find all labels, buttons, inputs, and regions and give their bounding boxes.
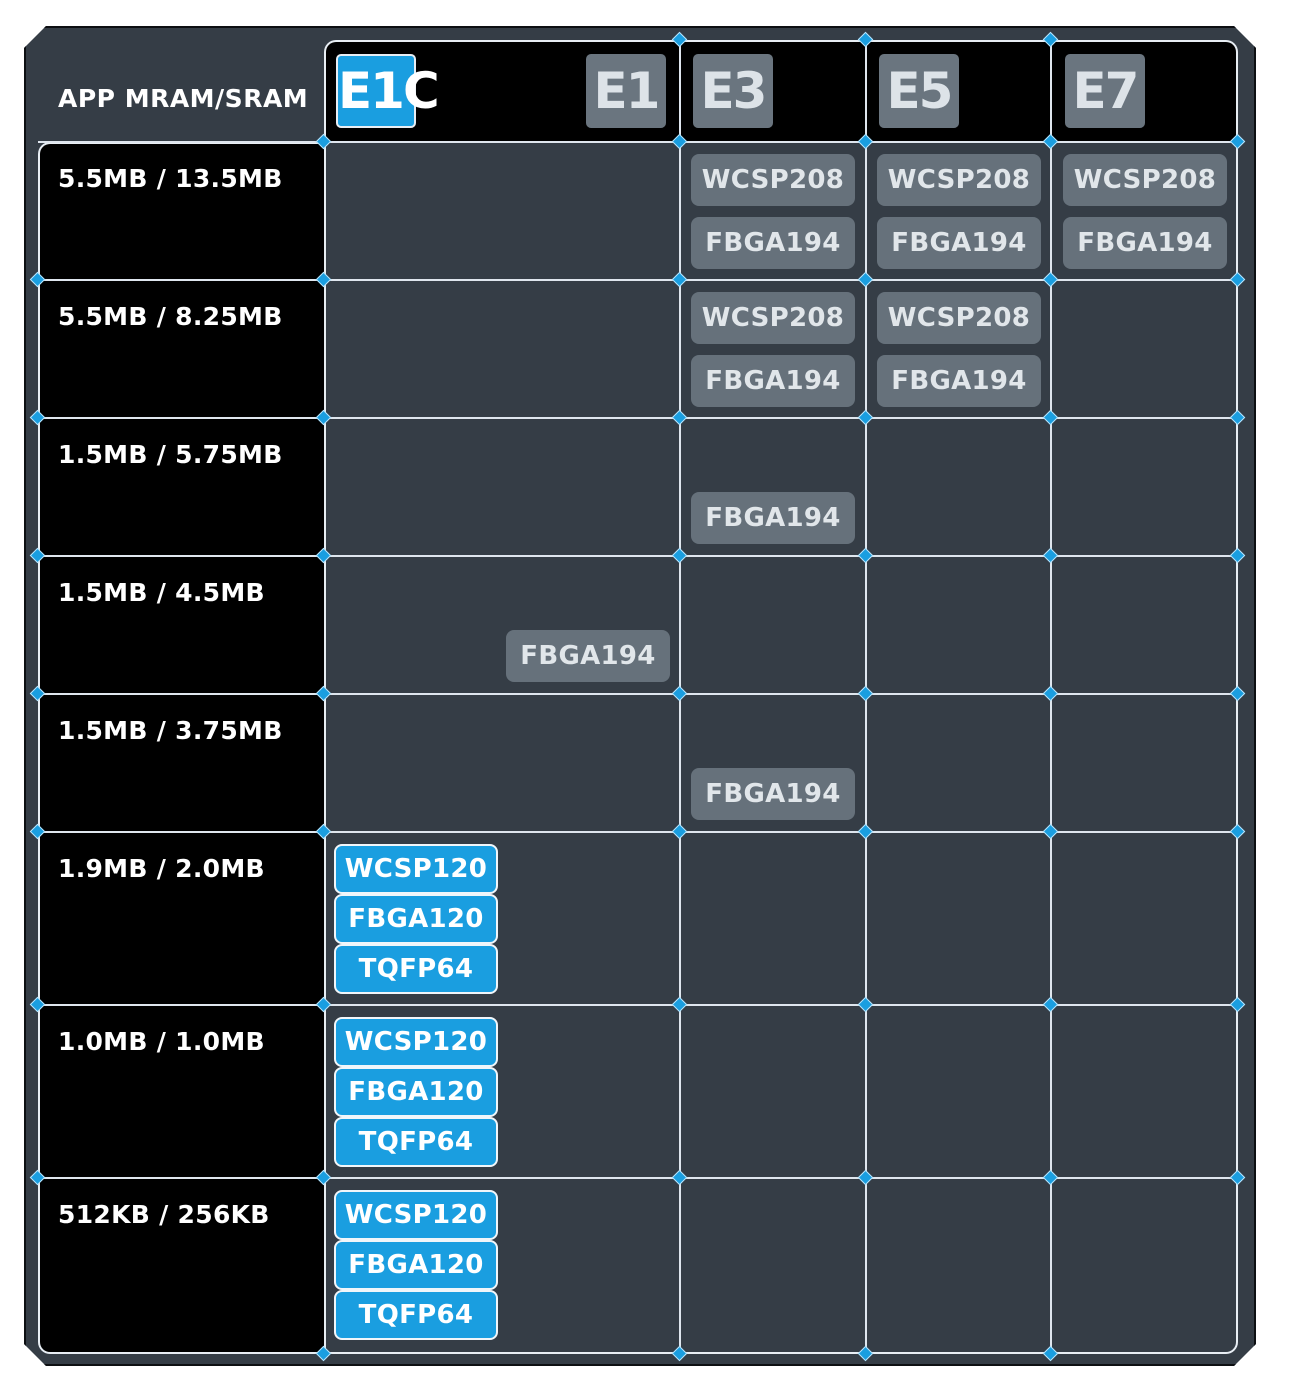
package-badge: FBGA194: [877, 217, 1041, 269]
package-badge: FBGA194: [691, 492, 855, 544]
package-badge: FBGA194: [691, 768, 855, 820]
row-label: 1.5MB / 4.5MB: [58, 578, 265, 607]
package-badge: TQFP64: [334, 1290, 498, 1340]
package-badge: FBGA194: [691, 217, 855, 269]
series-badge-e3: E3: [693, 54, 773, 128]
package-badge: WCSP208: [877, 292, 1041, 344]
package-badge: FBGA120: [334, 894, 498, 944]
package-badge: WCSP208: [1063, 154, 1227, 206]
package-badge: FBGA194: [877, 355, 1041, 407]
corner-title: APP MRAM/SRAM: [58, 84, 309, 113]
grid-row-line: [38, 693, 1238, 695]
grid-row-line: [38, 555, 1238, 557]
row-label: 1.5MB / 3.75MB: [58, 716, 283, 745]
row-label: 5.5MB / 8.25MB: [58, 302, 283, 331]
grid-row-line: [38, 1177, 1238, 1179]
package-badge: FBGA120: [334, 1240, 498, 1290]
grid-row-line: [38, 279, 1238, 281]
package-badge: FBGA194: [506, 630, 670, 682]
grid-row-line: [38, 417, 1238, 419]
row-label: 1.5MB / 5.75MB: [58, 440, 283, 469]
grid-row-line: [38, 141, 324, 143]
row-label: 1.0MB / 1.0MB: [58, 1027, 265, 1056]
package-badge: TQFP64: [334, 944, 498, 994]
row-label: 512KB / 256KB: [58, 1200, 270, 1229]
grid-row-line: [38, 831, 1238, 833]
package-badge: WCSP208: [691, 154, 855, 206]
series-badge-e5: E5: [879, 54, 959, 128]
package-badge: FBGA120: [334, 1067, 498, 1117]
package-badge: FBGA194: [1063, 217, 1227, 269]
row-label-column: [38, 142, 324, 1354]
package-badge: WCSP208: [691, 292, 855, 344]
package-badge: WCSP120: [334, 1190, 498, 1240]
row-label: 5.5MB / 13.5MB: [58, 164, 283, 193]
grid-row-line: [38, 1004, 1238, 1006]
package-badge: WCSP120: [334, 844, 498, 894]
series-badge-e7: E7: [1065, 54, 1145, 128]
series-badge-e1c: E1C: [336, 54, 440, 128]
package-badge: FBGA194: [691, 355, 855, 407]
grid-header-line: [324, 141, 1238, 143]
package-badge: WCSP120: [334, 1017, 498, 1067]
grid-outline: [324, 142, 1238, 1354]
package-badge: TQFP64: [334, 1117, 498, 1167]
package-badge: WCSP208: [877, 154, 1041, 206]
series-badge-e1: E1: [586, 54, 666, 128]
row-label: 1.9MB / 2.0MB: [58, 854, 265, 883]
